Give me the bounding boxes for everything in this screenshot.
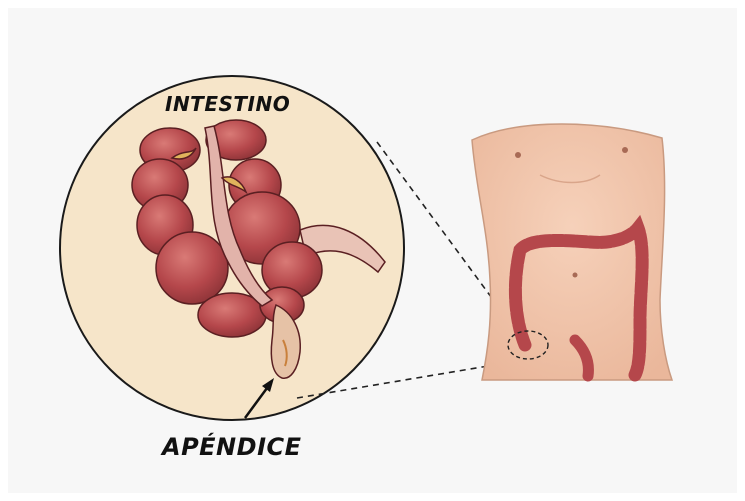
appendix-label: APÉNDICE [162,433,302,461]
intestine-label: INTESTINO [165,92,290,116]
torso-illustration [472,124,672,380]
